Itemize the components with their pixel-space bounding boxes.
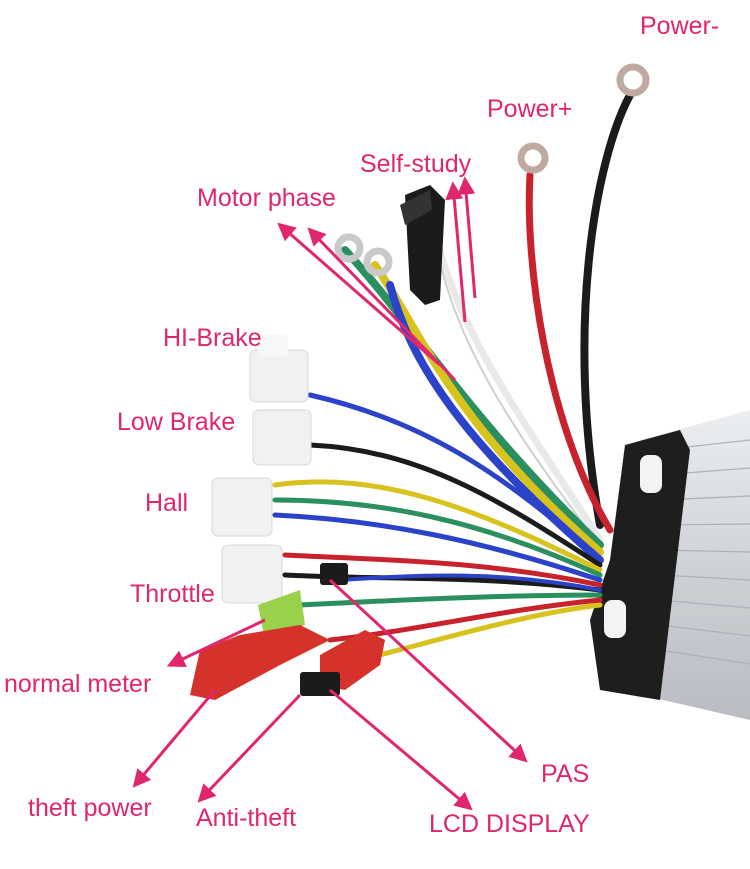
label-power-plus: Power+ [487,95,573,123]
label-low-brake: Low Brake [117,408,236,436]
controller-body [590,410,750,720]
label-power-minus: Power- [640,12,720,40]
wire-bundle [272,91,634,663]
label-theft-power: theft power [28,794,152,822]
label-anti-theft: Anti-theft [196,804,297,832]
label-pas: PAS [541,760,590,788]
ring-terminals [334,63,650,277]
label-throttle: Throttle [130,580,215,608]
label-lcd-display: LCD DISPLAY [429,810,590,838]
label-self-study: Self-study [360,150,472,178]
label-hi-brake: HI-Brake [163,324,262,352]
label-normal-meter: normal meter [4,670,152,698]
label-motor-phase: Motor phase [197,184,336,212]
connectors [190,185,445,700]
annotation-arrows [132,176,528,811]
label-hall: Hall [145,489,189,517]
